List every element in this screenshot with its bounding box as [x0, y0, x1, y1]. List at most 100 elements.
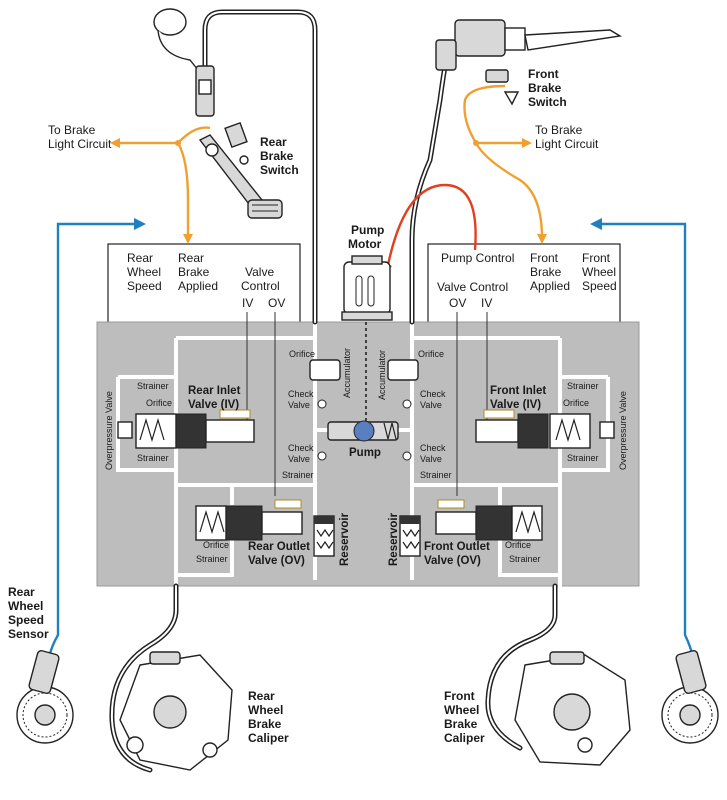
- front-caliper-icon: [514, 651, 631, 766]
- label-check-valve-upper-left: Check Valve: [288, 389, 314, 410]
- svg-text:Speed: Speed: [127, 279, 162, 293]
- label-front-wheel-speed: Front Wheel Speed: [582, 251, 617, 293]
- svg-text:Valve (OV): Valve (OV): [424, 555, 481, 567]
- label-strainer-rear-bottom: Strainer: [137, 453, 169, 463]
- svg-text:Speed: Speed: [582, 279, 617, 293]
- svg-text:Brake: Brake: [530, 265, 562, 279]
- label-pump-motor: Pump Motor: [348, 223, 384, 251]
- reservoir-left-icon: [313, 515, 335, 557]
- rear-master-cylinder: [153, 8, 215, 117]
- svg-text:Wheel: Wheel: [127, 265, 161, 279]
- check-valves: [317, 399, 412, 461]
- svg-text:Motor: Motor: [348, 237, 382, 251]
- accumulator-left-icon: [309, 359, 341, 381]
- svg-text:Caliper: Caliper: [444, 731, 485, 745]
- svg-text:Rear: Rear: [248, 689, 275, 703]
- svg-text:Check: Check: [288, 443, 314, 453]
- svg-text:Wheel: Wheel: [582, 265, 616, 279]
- label-pump-control: Pump Control: [441, 251, 514, 265]
- label-to-brake-light-right: To Brake Light Circuit: [535, 123, 599, 151]
- valve-control-wires: [246, 312, 488, 496]
- svg-text:To Brake: To Brake: [48, 123, 96, 137]
- rear-caliper-icon: [119, 651, 233, 771]
- svg-text:OV: OV: [268, 296, 285, 310]
- front-wheel-speed-sensor-icon: [661, 650, 719, 744]
- svg-text:To Brake: To Brake: [535, 123, 583, 137]
- svg-text:Rear: Rear: [178, 251, 204, 265]
- overpressure-valves: [117, 421, 615, 439]
- rear-inlet-valve-icon: [135, 409, 255, 449]
- front-outlet-valve-icon: [435, 499, 543, 541]
- svg-text:Front Outlet: Front Outlet: [424, 541, 490, 553]
- label-orifice-top-left: Orifice: [289, 349, 315, 359]
- label-orifice-front-outlet: Orifice: [505, 540, 531, 550]
- label-front-wheel-brake-caliper: Front Wheel Brake Caliper: [444, 689, 485, 745]
- label-rear-brake-applied: Rear Brake Applied: [178, 251, 218, 293]
- svg-text:Wheel: Wheel: [248, 703, 283, 717]
- label-rear-wheel-brake-caliper: Rear Wheel Brake Caliper: [248, 689, 289, 745]
- label-accumulator-right: Accumulator: [377, 350, 387, 400]
- front-inlet-valve-icon: [475, 409, 591, 449]
- label-overpressure-valve-right: Overpressure Valve: [618, 391, 628, 470]
- svg-text:Switch: Switch: [528, 95, 567, 109]
- rear-brake-pedal: [198, 134, 283, 219]
- svg-text:Sensor: Sensor: [8, 627, 49, 641]
- svg-text:Speed: Speed: [8, 613, 44, 627]
- accumulator-right-icon: [387, 359, 419, 381]
- svg-text:Rear Outlet: Rear Outlet: [248, 541, 310, 553]
- svg-text:IV: IV: [242, 296, 253, 310]
- label-rear-wheel-speed-sensor: Rear Wheel Speed Sensor: [8, 585, 49, 641]
- svg-text:Check: Check: [420, 389, 446, 399]
- svg-text:Check: Check: [288, 389, 314, 399]
- abs-modulator-block: [96, 321, 640, 587]
- svg-text:Rear Inlet: Rear Inlet: [188, 385, 241, 397]
- svg-text:Brake: Brake: [528, 81, 562, 95]
- label-orifice-front: Orifice: [563, 398, 589, 408]
- label-strainer-front-bottom: Strainer: [567, 453, 599, 463]
- svg-text:Brake: Brake: [260, 149, 294, 163]
- label-to-brake-light-left: To Brake Light Circuit: [48, 123, 112, 151]
- label-front-brake-switch: Front Brake Switch: [528, 67, 567, 109]
- svg-text:Check: Check: [420, 443, 446, 453]
- svg-text:Valve: Valve: [420, 400, 442, 410]
- svg-text:Applied: Applied: [178, 279, 218, 293]
- svg-text:Wheel: Wheel: [444, 703, 479, 717]
- svg-text:Switch: Switch: [260, 163, 299, 177]
- svg-text:Front: Front: [444, 689, 475, 703]
- svg-text:Brake: Brake: [444, 717, 478, 731]
- front-brake-light-wire: [463, 84, 547, 244]
- label-orifice-top-right: Orifice: [418, 349, 444, 359]
- rear-brake-light-wire: [110, 126, 211, 244]
- svg-text:Light Circuit: Light Circuit: [535, 137, 599, 151]
- label-accumulator-left: Accumulator: [342, 348, 352, 398]
- label-rear-outlet-valve: Rear Outlet Valve (OV): [248, 541, 310, 567]
- front-brake-switch-icon: [485, 69, 520, 106]
- label-strainer-rear-outlet: Strainer: [196, 554, 228, 564]
- label-pump: Pump: [349, 447, 381, 459]
- svg-text:IV: IV: [481, 296, 492, 310]
- label-reservoir-left: Reservoir: [339, 512, 351, 566]
- label-reservoir-right: Reservoir: [388, 512, 400, 566]
- label-check-valve-lower-right: Check Valve: [420, 443, 446, 464]
- svg-text:OV: OV: [449, 296, 466, 310]
- svg-text:Front Inlet: Front Inlet: [490, 385, 546, 397]
- svg-text:Brake: Brake: [248, 717, 282, 731]
- svg-text:Valve: Valve: [288, 454, 310, 464]
- label-rear-inlet-valve: Rear Inlet Valve (IV): [188, 385, 241, 411]
- label-strainer-front-top: Strainer: [567, 381, 599, 391]
- label-strainer-rear-top: Strainer: [137, 381, 169, 391]
- label-overpressure-valve-left: Overpressure Valve: [104, 391, 114, 470]
- svg-text:Rear: Rear: [260, 135, 287, 149]
- svg-text:Control: Control: [241, 279, 280, 293]
- svg-text:Front: Front: [528, 67, 559, 81]
- label-strainer-front-outlet: Strainer: [509, 554, 541, 564]
- svg-text:Valve (IV): Valve (IV): [490, 399, 541, 411]
- label-strainer-center-left: Strainer: [282, 470, 314, 480]
- svg-text:Valve (IV): Valve (IV): [188, 399, 239, 411]
- front-master-cylinder: [435, 19, 623, 71]
- svg-text:Brake: Brake: [178, 265, 210, 279]
- label-orifice-rear-outlet: Orifice: [203, 540, 229, 550]
- label-check-valve-upper-right: Check Valve: [420, 389, 446, 410]
- rear-wheel-speed-sensor-icon: [16, 650, 74, 744]
